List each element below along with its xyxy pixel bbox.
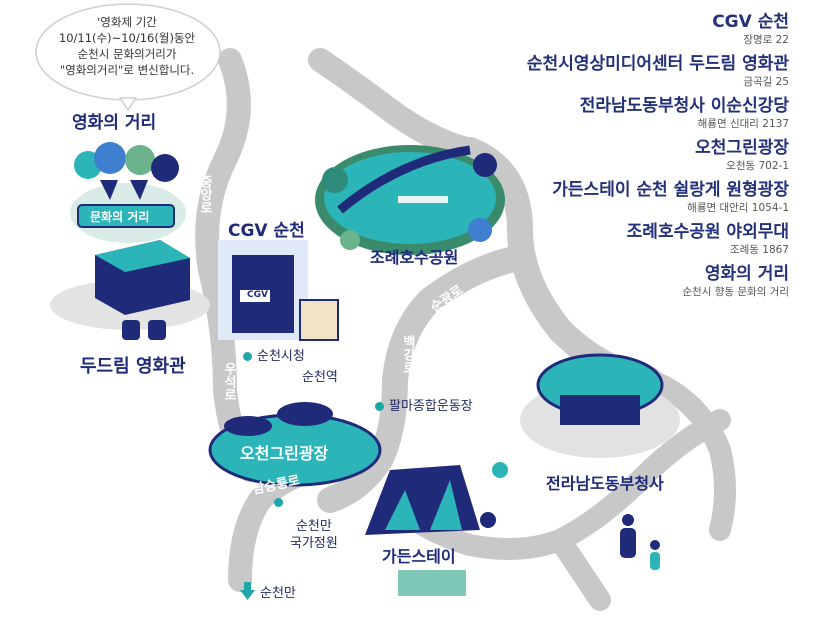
label-cgv: CGV 순천 [228, 221, 305, 241]
location-dot-icon [243, 352, 252, 361]
legend-venue-address: 해룡면 신대리 2137 [697, 118, 789, 130]
landmark-garden-line2: 국가정원 [290, 536, 338, 551]
landmark-garden-line1: 순천만 [295, 519, 332, 534]
label-govt-office: 전라남도동부청사 [546, 474, 664, 493]
bubble-line: 순천시 문화의거리가 [77, 47, 177, 61]
legend-venue-name: 조례호수공원 야외무대 [626, 222, 789, 242]
legend-venue-address: 금곡길 25 [743, 76, 789, 88]
road-north-east [639, 369, 736, 541]
legend-item: 조례호수공원 야외무대 조례동 1867 [527, 222, 789, 257]
road-jungang [195, 48, 262, 482]
legend-venue-name: 순천시영상미디어센터 두드림 영화관 [526, 54, 789, 74]
landmark-palma: 팔마종합운동장 [375, 395, 473, 414]
bubble-line: '영화제 기간 [97, 15, 157, 29]
label-dreamteul: 두드림 영화관 [80, 356, 186, 377]
movie-street-trees [70, 142, 186, 243]
label-jorye-park: 조례호수공원 [370, 248, 459, 267]
speech-bubble [35, 3, 221, 112]
jorye-lake-park [315, 145, 505, 255]
legend-venue-address: 오천동 702-1 [726, 160, 789, 172]
cgv-building [218, 240, 339, 341]
walking-people [620, 514, 660, 570]
legend-venue-name: 오천그린광장 [695, 138, 789, 158]
venue-legend: CGV 순천 장명로 22 순천시영상미디어센터 두드림 영화관 금곡길 25 … [527, 12, 789, 306]
label-garden-stay: 가든스테이 [382, 547, 456, 566]
label-movie-street: 영화의 거리 [72, 113, 157, 133]
road-maryung [308, 48, 482, 162]
legend-item: 순천시영상미디어센터 두드림 영화관 금곡길 25 [527, 54, 789, 89]
label-movie-street-sign: 문화의 거리 [90, 210, 150, 224]
landmark-city-hall: 순천시청 [243, 345, 305, 364]
legend-item: 오천그린광장 오천동 702-1 [527, 138, 789, 173]
dreamteul-cinema-building [50, 240, 210, 340]
down-arrow-icon [240, 582, 255, 600]
legend-venue-address: 순천시 향동 문화의 거리 [682, 286, 789, 298]
road-south [549, 529, 611, 611]
label-cgv-sign: CGV [247, 290, 268, 300]
road-baekgang [317, 247, 523, 513]
legend-venue-address: 장명로 22 [743, 34, 789, 46]
legend-venue-name: 전라남도동부청사 이순신강당 [579, 96, 789, 116]
landmark-suncheonman: 순천만 [260, 586, 296, 601]
jeonnam-eastern-office-building [520, 353, 680, 458]
landmark-palma-text: 팔마종합운동장 [389, 399, 473, 414]
legend-venue-address: 해룡면 대안리 1054-1 [687, 202, 789, 214]
legend-venue-address: 조례동 1867 [729, 244, 789, 256]
legend-item: 전라남도동부청사 이순신강당 해룡면 신대리 2137 [527, 96, 789, 131]
garden-stay-tent [365, 462, 508, 596]
legend-venue-name: 가든스테이 순천 쉴랑게 원형광장 [552, 180, 789, 200]
bubble-line: 10/11(수)~10/16(월)동안 [58, 31, 196, 45]
bubble-line: "영화의거리"로 변신합니다. [59, 63, 195, 77]
label-ocheon-plaza: 오천그린광장 [240, 444, 329, 463]
legend-item: CGV 순천 장명로 22 [527, 12, 789, 47]
landmark-station: 순천역 [302, 370, 338, 385]
landmark-city-hall-text: 순천시청 [257, 349, 305, 364]
location-dot-icon [274, 498, 283, 507]
ocheon-green-plaza [208, 402, 382, 487]
landmark-national-garden: 순천만 국가정원 [274, 498, 338, 552]
location-dot-icon [375, 402, 384, 411]
bubble-text: '영화제 기간 10/11(수)~10/16(월)동안 순천시 문화의거리가 "… [48, 14, 206, 78]
road-label-usuk: 우석로 [221, 362, 236, 401]
legend-venue-name: CGV 순천 [712, 12, 789, 32]
legend-item: 영화의 거리 순천시 향동 문화의 거리 [527, 264, 789, 299]
road-label-jungang: 중앙로 [197, 175, 212, 214]
legend-item: 가든스테이 순천 쉴랑게 원형광장 해룡면 대안리 1054-1 [527, 180, 789, 215]
road-label-baekgang: 백강로 [400, 335, 415, 374]
legend-venue-name: 영화의 거리 [704, 264, 789, 284]
